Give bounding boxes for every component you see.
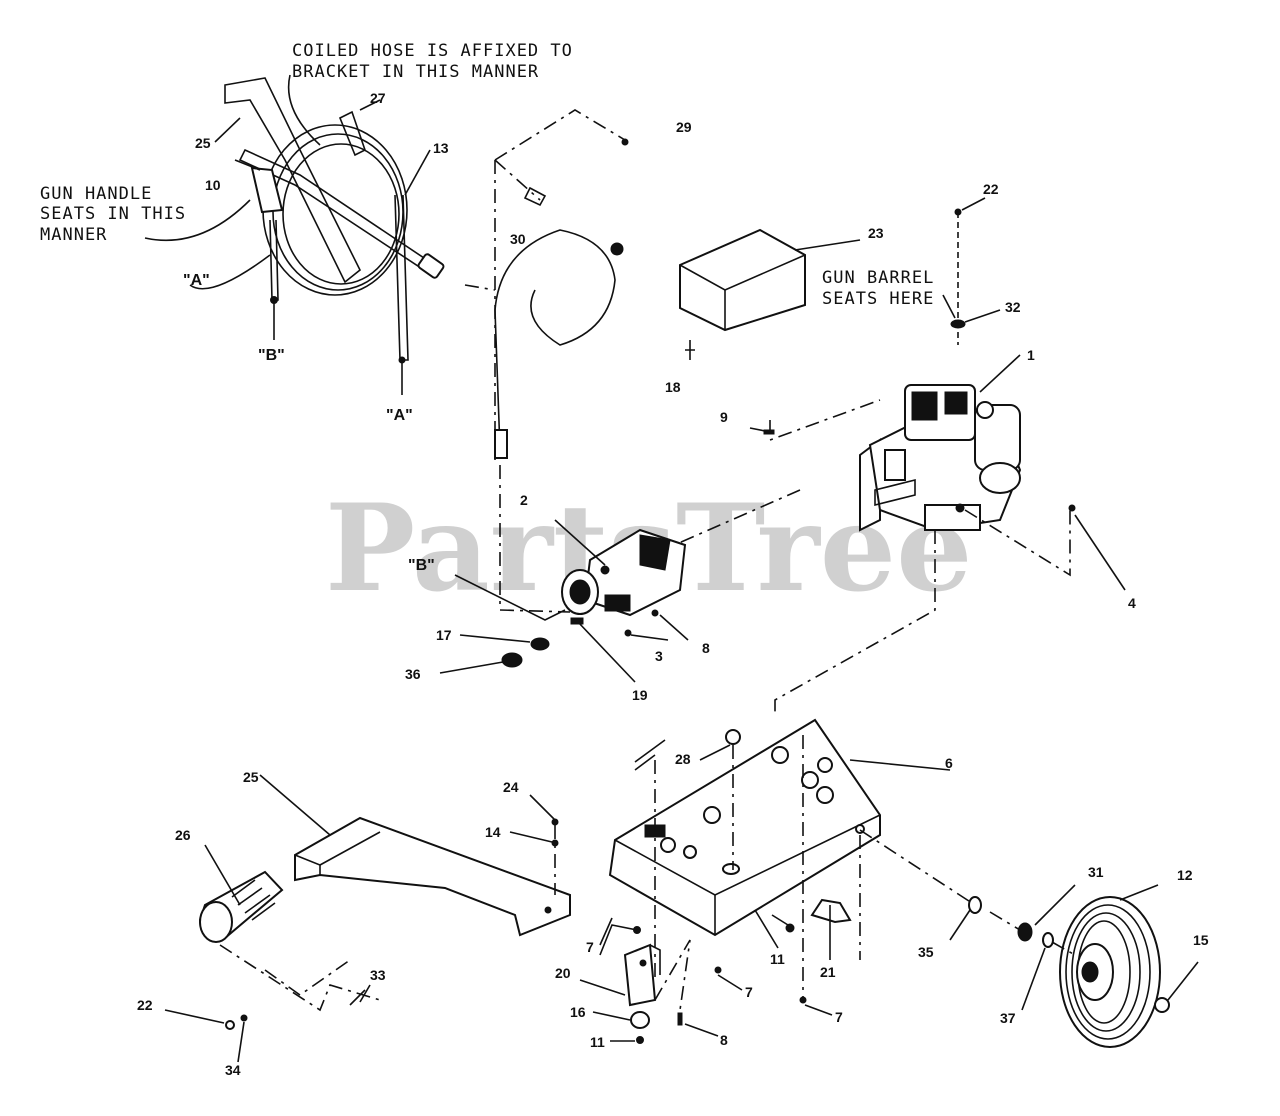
- callout-28: 28: [675, 751, 691, 767]
- lower-bracket: [623, 926, 722, 1044]
- callout-29: 29: [676, 119, 692, 135]
- callout-2: 2: [520, 492, 528, 508]
- callout-15: 15: [1193, 932, 1209, 948]
- callout-3: 3: [655, 648, 663, 664]
- gun-hose-bracket-assembly: [224, 77, 445, 364]
- wheel-assembly: [968, 896, 1170, 1048]
- callout-7-mid: 7: [745, 984, 753, 1000]
- callout-10: 10: [205, 177, 221, 193]
- callout-8-bottom: 8: [720, 1032, 728, 1048]
- callout-12: 12: [1177, 867, 1193, 883]
- callout-7-left: 7: [586, 939, 594, 955]
- callout-21: 21: [820, 964, 836, 980]
- hose-cover-bracket: [679, 228, 806, 360]
- callout-25-top: 25: [195, 135, 211, 151]
- callout-26: 26: [175, 827, 191, 843]
- callout-6: 6: [945, 755, 953, 771]
- callout-11-right: 11: [770, 951, 785, 967]
- note-coiled-hose-line2: BRACKET IN THIS MANNER: [292, 62, 539, 82]
- pump: [561, 528, 687, 617]
- note-gun-barrel-line2: SEATS HERE: [822, 289, 934, 309]
- marker-b-pump: "B": [408, 557, 435, 574]
- callout-4: 4: [1128, 595, 1136, 611]
- callout-20: 20: [555, 965, 571, 981]
- callout-22-top: 22: [983, 181, 999, 197]
- note-gun-handle-line1: GUN HANDLE: [40, 184, 152, 204]
- callout-31: 31: [1088, 864, 1104, 880]
- callout-25-handle: 25: [243, 769, 259, 785]
- callout-7-right: 7: [835, 1009, 843, 1025]
- callout-35: 35: [918, 944, 934, 960]
- callout-33: 33: [370, 967, 386, 983]
- note-gun-handle-line2: SEATS IN THIS: [40, 204, 186, 224]
- callout-24: 24: [503, 779, 519, 795]
- callout-17: 17: [436, 627, 452, 643]
- callout-30: 30: [510, 231, 526, 247]
- note-gun-barrel-line1: GUN BARREL: [822, 268, 934, 288]
- callout-11-bottom: 11: [590, 1034, 605, 1050]
- callout-13: 13: [433, 140, 449, 156]
- callout-1: 1: [1027, 347, 1035, 363]
- engine: [859, 384, 1022, 532]
- callout-19: 19: [632, 687, 648, 703]
- high-pressure-hose: [494, 138, 629, 459]
- callout-22-bottom: 22: [137, 997, 153, 1013]
- callout-18: 18: [665, 379, 681, 395]
- marker-b-left: "B": [258, 347, 285, 364]
- callout-32: 32: [1005, 299, 1021, 315]
- note-gun-handle-line3: MANNER: [40, 225, 107, 245]
- callout-34: 34: [225, 1062, 241, 1078]
- callout-14: 14: [485, 824, 501, 840]
- callout-37: 37: [1000, 1010, 1016, 1026]
- callout-8-pump: 8: [702, 640, 710, 656]
- note-coiled-hose-line1: COILED HOSE IS AFFIXED TO: [292, 41, 573, 61]
- handle-assembly: [198, 816, 571, 943]
- callout-36: 36: [405, 666, 421, 682]
- frame-base: [608, 718, 881, 937]
- marker-a-top: "A": [183, 272, 210, 289]
- callout-9: 9: [720, 409, 728, 425]
- callout-16: 16: [570, 1004, 586, 1020]
- marker-a-bottom: "A": [386, 407, 413, 424]
- callout-23: 23: [868, 225, 884, 241]
- callout-27: 27: [370, 90, 386, 106]
